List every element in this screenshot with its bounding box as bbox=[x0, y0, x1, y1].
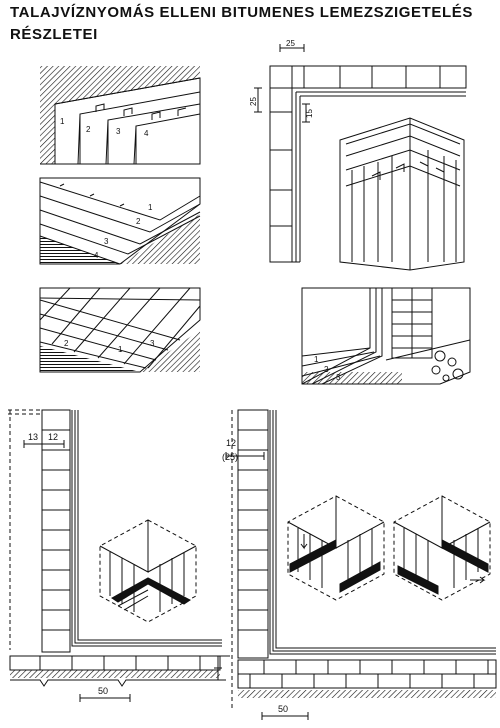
label-dim-side: 25 bbox=[249, 97, 258, 106]
label-m3: 3 bbox=[104, 237, 109, 246]
panel-section-right bbox=[214, 409, 497, 720]
panel-floor-sheets bbox=[39, 177, 201, 265]
label-dim-25-paren: (25) bbox=[222, 452, 238, 462]
label-p3: 3 bbox=[336, 373, 341, 382]
hex-detail-right bbox=[393, 495, 491, 601]
label-dim-top: 25 bbox=[286, 39, 295, 48]
label-k1: 1 bbox=[118, 345, 123, 354]
label-dim-50-left: 50 bbox=[98, 686, 108, 696]
label-n4: 4 bbox=[144, 129, 149, 138]
panel-section-left bbox=[8, 409, 230, 702]
label-k3: 3 bbox=[150, 339, 155, 348]
label-n2: 2 bbox=[86, 125, 91, 134]
label-m2: 2 bbox=[136, 217, 141, 226]
label-dim-15: 15 bbox=[305, 109, 314, 118]
label-dim-12-left: 12 bbox=[48, 432, 58, 442]
label-dim-13: 13 bbox=[28, 432, 38, 442]
label-m4: 4 bbox=[94, 251, 99, 260]
panel-wall-sheets bbox=[40, 66, 201, 165]
hex-detail-middle bbox=[287, 495, 385, 601]
panel-corner-plan bbox=[254, 44, 467, 263]
panel-corner-3d bbox=[339, 117, 465, 271]
label-m1: 1 bbox=[148, 203, 153, 212]
panel-wall-base bbox=[301, 287, 471, 385]
drawing-title-line2: RÉSZLETEI bbox=[10, 26, 98, 43]
label-dim-12-right: 12 bbox=[226, 438, 236, 448]
label-p2: 2 bbox=[324, 365, 329, 374]
label-p1: 1 bbox=[314, 355, 319, 364]
label-n3: 3 bbox=[116, 127, 121, 136]
hex-detail-left bbox=[99, 519, 197, 623]
label-n1: 1 bbox=[60, 117, 65, 126]
label-dim-50-right: 50 bbox=[278, 704, 288, 714]
label-k2: 2 bbox=[64, 339, 69, 348]
panel-grid-sheets bbox=[39, 287, 201, 373]
drawing-title-line1: TALAJVÍZNYOMÁS ELLENI BITUMENES LEMEZSZI… bbox=[10, 4, 473, 21]
